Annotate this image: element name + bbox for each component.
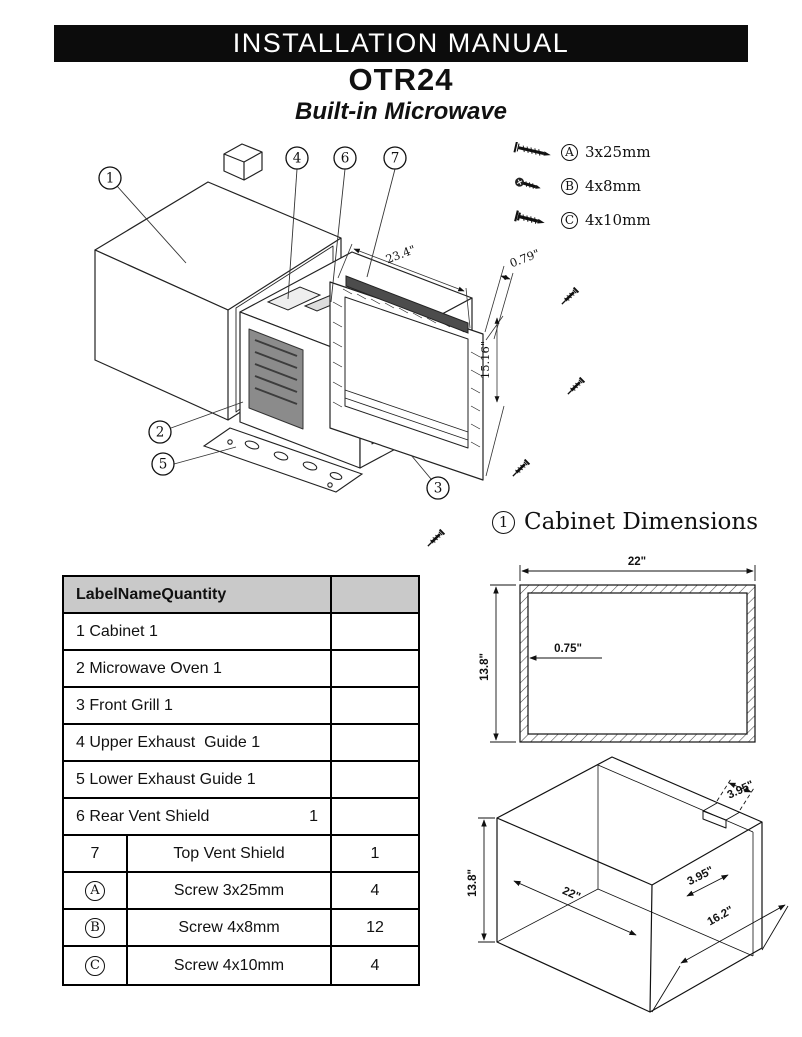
cabinet-iso-view [496, 756, 763, 1013]
iso-notch-depth-label: 3.95" [686, 865, 716, 888]
screw-b-size: 4x8mm [585, 177, 641, 195]
screw-icon [564, 376, 586, 398]
table-header-row: LabelNameQuantity [64, 577, 418, 614]
top-notch [702, 802, 741, 821]
row-label: A [90, 883, 100, 898]
callout-3-label: 3 [434, 481, 443, 497]
cabinet-front-view [519, 584, 756, 743]
screw-b-badge: B [561, 177, 578, 195]
row-label-badge: B [85, 917, 105, 938]
screw-c-size: 4x10mm [585, 211, 651, 229]
legend-item-a: A 3x25mm [512, 141, 651, 163]
table-row: 6 Rear Vent Shield 1 [64, 799, 418, 836]
callout-7-label: 7 [391, 151, 400, 167]
row-name: Screw 4x8mm [128, 910, 332, 945]
table-row: 3 Front Grill 1 [64, 688, 418, 725]
callout-7: 7 [383, 146, 407, 170]
legend-item-c: C 4x10mm [512, 209, 651, 231]
table-row: 7 Top Vent Shield 1 [64, 836, 418, 873]
row-quantity: 1 [370, 844, 380, 862]
screw-icon [509, 458, 531, 480]
row-text: 4 Upper Exhaust Guide 1 [64, 725, 332, 760]
model-number: OTR24 [348, 62, 454, 97]
screw-b-letter: B [565, 179, 574, 193]
dim-width-label: 23.4" [384, 242, 418, 266]
iso-width-label: 22" [560, 885, 582, 903]
table-row: 4 Upper Exhaust Guide 1 [64, 725, 418, 762]
row-label: B [90, 920, 100, 935]
wall-thickness-label: 0.75" [554, 643, 582, 655]
screw-c-badge: C [561, 211, 578, 229]
screw-c-letter: C [564, 213, 575, 227]
row-text: 6 Rear Vent Shield [76, 807, 210, 825]
table-header-empty-cell [332, 577, 418, 612]
parts-table: LabelNameQuantity 1 Cabinet 1 2 Microwav… [62, 575, 420, 986]
table-row: 2 Microwave Oven 1 [64, 651, 418, 688]
section-number: 1 [498, 512, 509, 531]
table-row: 5 Lower Exhaust Guide 1 [64, 762, 418, 799]
row-name: Screw 3x25mm [128, 873, 332, 908]
section-number-badge: 1 [492, 510, 515, 534]
callout-5-label: 5 [159, 457, 168, 473]
row-quantity: 4 [370, 881, 380, 899]
screw-a-letter: A [565, 145, 574, 159]
row-label-badge: C [85, 955, 105, 976]
front-grill-part [329, 281, 484, 481]
long-screw-icon [513, 142, 551, 156]
row-label-badge: A [85, 880, 105, 901]
upper-exhaust-guide-part [266, 286, 322, 311]
product-subtitle: Built-in Microwave [294, 98, 508, 125]
iso-dimension-lines [478, 778, 789, 1013]
pan-head-screw-icon [515, 177, 541, 189]
row-text: 3 Front Grill 1 [64, 688, 332, 723]
screw-icon [558, 286, 580, 308]
exploded-view-diagram: 1 4 6 7 2 5 3 [94, 143, 586, 550]
front-height-label: 13.8" [479, 653, 491, 681]
row-quantity: 12 [366, 918, 384, 936]
cabinet-dimensions-heading: 1 Cabinet Dimensions [492, 509, 758, 535]
row-quantity: 1 [309, 807, 318, 825]
screw-a-badge: A [561, 143, 578, 161]
table-row: 1 Cabinet 1 [64, 614, 418, 651]
callout-1: 1 [98, 166, 122, 190]
cabinet-dimensions-diagram: 22" 13.8" 0.75" [467, 556, 789, 1013]
dim-height-label: 15.16" [478, 341, 492, 379]
row-text: 1 Cabinet 1 [64, 614, 332, 649]
manual-title: INSTALLATION MANUAL [232, 28, 570, 58]
screw-a-size: 3x25mm [585, 143, 651, 161]
callout-3: 3 [426, 476, 450, 500]
row-label: C [90, 958, 100, 973]
iso-depth-label: 16.2" [705, 904, 735, 928]
medium-screw-icon [514, 210, 545, 224]
screw-legend: A 3x25mm B 4x8mm [512, 141, 651, 231]
front-width-label: 22" [628, 556, 646, 568]
exploded-dimension-lines [337, 243, 514, 477]
table-header-label: LabelNameQuantity [64, 577, 332, 612]
legend-item-b: B 4x8mm [512, 175, 651, 197]
front-view-dimension-lines [490, 565, 756, 743]
iso-notch-width-label: 3.95" [726, 779, 756, 802]
table-row: B Screw 4x8mm 12 [64, 910, 418, 947]
callout-1-label: 1 [106, 171, 115, 187]
dim-thickness-label: 0.79" [508, 246, 542, 270]
callout-4-label: 4 [293, 151, 302, 167]
row-name: Top Vent Shield [128, 836, 332, 871]
header-bar: INSTALLATION MANUAL [54, 25, 748, 62]
row-text: 2 Microwave Oven 1 [64, 651, 332, 686]
callout-2-label: 2 [156, 425, 165, 441]
callout-2: 2 [148, 420, 172, 444]
table-row: C Screw 4x10mm 4 [64, 947, 418, 984]
section-title: Cabinet Dimensions [524, 509, 759, 535]
callout-4: 4 [285, 146, 309, 170]
lower-exhaust-guide-part [202, 427, 364, 493]
iso-height-label: 13.8" [467, 869, 479, 897]
callout-6: 6 [333, 146, 357, 170]
row-name: Screw 4x10mm [128, 947, 332, 984]
row-quantity: 4 [370, 956, 380, 974]
row-text: 5 Lower Exhaust Guide 1 [64, 762, 332, 797]
row-label: 7 [64, 836, 128, 871]
callout-6-label: 6 [341, 151, 350, 167]
callout-5: 5 [151, 452, 175, 476]
table-row: A Screw 3x25mm 4 [64, 873, 418, 910]
